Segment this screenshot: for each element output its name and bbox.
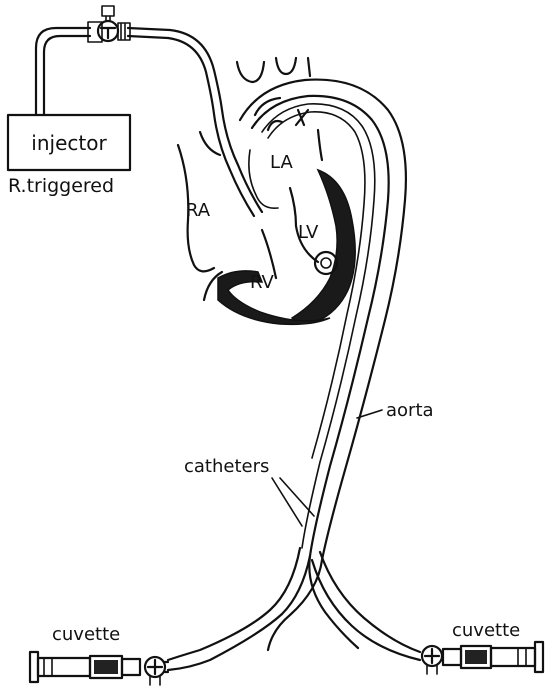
catheters-lower <box>168 548 420 670</box>
rv-label: RV <box>250 272 275 293</box>
lv-label: LV <box>298 222 319 243</box>
injector-box: injector <box>8 115 130 170</box>
right-cuvette-assembly <box>422 642 543 674</box>
aorta-label: aorta <box>386 400 434 421</box>
ra-label: RA <box>186 200 211 221</box>
aorta <box>240 80 406 650</box>
left-cuvette-assembly <box>30 652 168 685</box>
cuvette-left-label: cuvette <box>52 624 120 645</box>
catheters-label: catheters <box>184 456 269 477</box>
great-vessels <box>237 58 310 82</box>
injector-label: injector <box>31 131 107 155</box>
la-label: LA <box>270 152 293 173</box>
cuvette-right-label: cuvette <box>452 620 520 641</box>
stopcock-top-icon <box>88 6 130 42</box>
r-triggered-label: R.triggered <box>8 175 114 197</box>
left-ventricle-wall <box>290 170 355 323</box>
